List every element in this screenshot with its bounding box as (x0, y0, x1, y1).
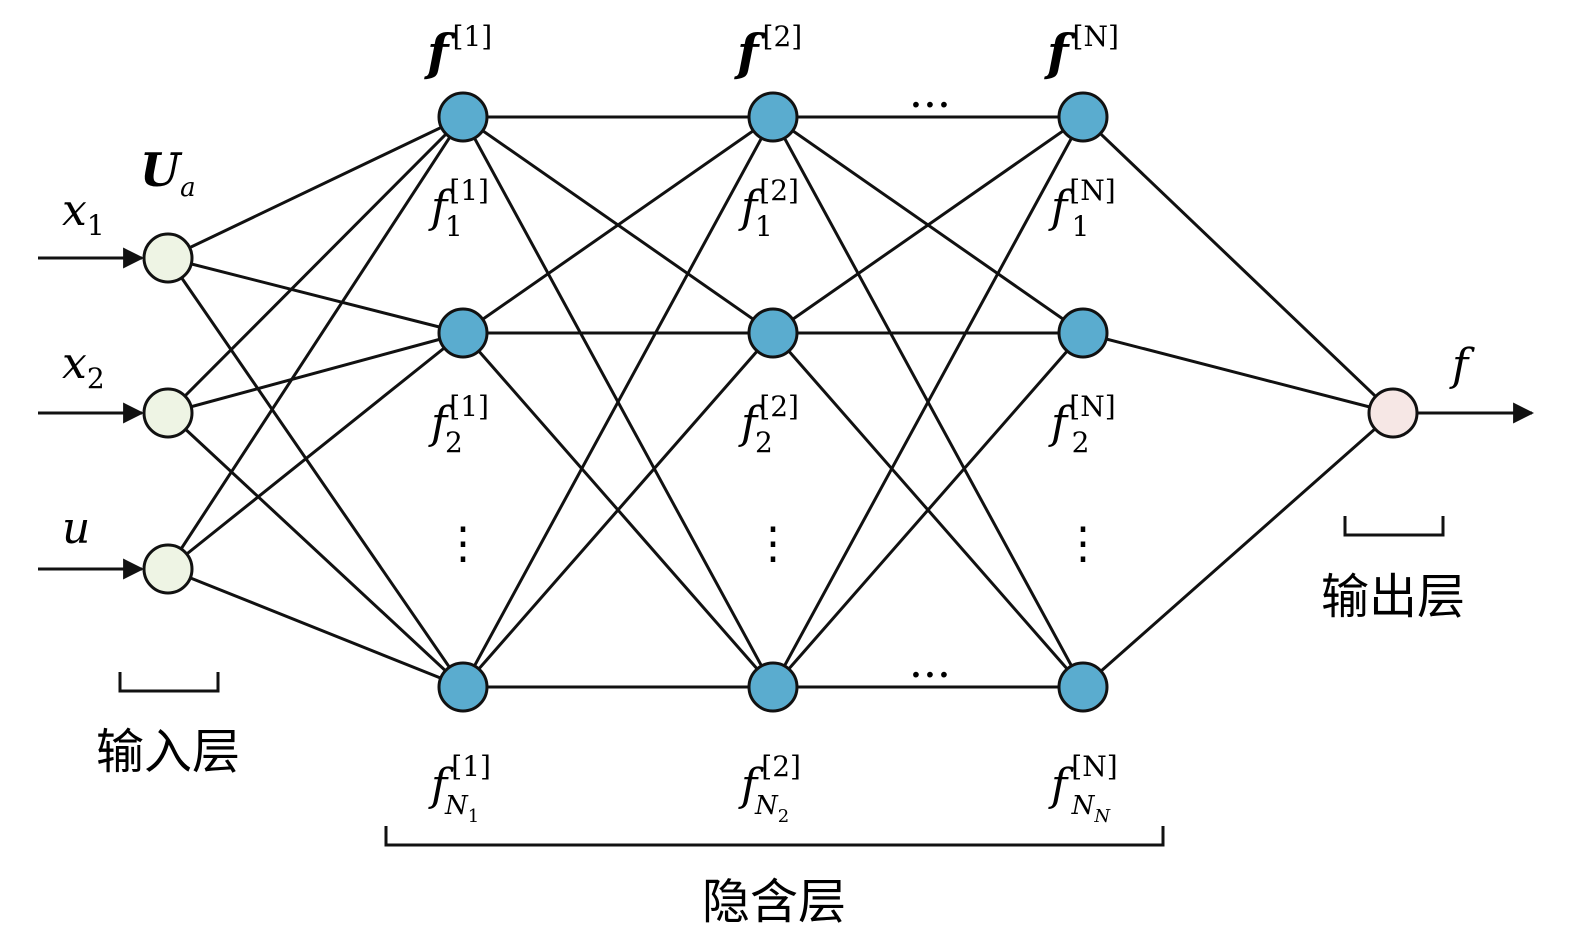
input-labels: x1 x2 u Ua (62, 143, 196, 554)
hidden-node-l3-n1 (1057, 91, 1109, 143)
output-label-f: f (1449, 340, 1475, 391)
node-label-l1-n1: f[1]1 (428, 174, 489, 243)
edge-input1-to-h1n3 (166, 257, 465, 688)
input-arrows (38, 247, 1535, 580)
hidden-node-l3-n2 (1057, 307, 1109, 359)
hidden-layer-label: 隐含层 (702, 874, 846, 930)
edge-hNn2-to-output (1082, 331, 1394, 415)
hidden-layer-bracket (384, 826, 1165, 847)
network-nodes (142, 91, 1419, 713)
input-vector-label: Ua (140, 143, 196, 203)
edge-input2-to-h1n2 (167, 331, 464, 415)
ellipsis-vertical-layerN: ⋮ (1061, 518, 1105, 569)
node-label-l3-n2: f[N]2 (1048, 390, 1116, 459)
connection-lines (166, 115, 1395, 689)
node-label-l2-n2: f[2]2 (738, 390, 799, 459)
edge-input3-to-h1n3 (167, 567, 464, 689)
input-layer-label: 输入层 (96, 724, 240, 780)
input-label-x2: x2 (62, 338, 105, 395)
edge-input3-to-h1n2 (167, 331, 464, 571)
edge-hNn1-to-output (1081, 115, 1395, 415)
input-label-x1: x1 (62, 185, 105, 242)
edge-input3-to-h1n1 (166, 116, 465, 570)
layer-group-labels: 输入层 隐含层 输出层 (96, 569, 1465, 930)
edge-h1n3-to-h2n2 (461, 332, 775, 688)
hidden-node-l2-n2 (747, 307, 799, 359)
hidden-node-l1-n1 (437, 91, 489, 143)
edge-h2n3-to-h3n2 (771, 332, 1085, 688)
edge-input1-to-h1n2 (167, 256, 464, 335)
ellipsis-vertical-layer2: ⋮ (751, 518, 795, 569)
input-node-3 (142, 543, 194, 595)
edge-h2n3-to-h3n1 (771, 116, 1085, 688)
hidden-node-l3-n3 (1057, 661, 1109, 713)
input-layer-bracket (118, 672, 220, 693)
node-label-l1-n2: f[1]2 (428, 390, 489, 459)
output-node (1367, 387, 1419, 439)
edge-h1n2-to-h2n1 (462, 115, 774, 335)
ellipsis-vertical-layer1: ⋮ (441, 518, 485, 569)
node-label-l2-n1: f[2]1 (738, 174, 799, 243)
hidden-layer-title-1: f[1] (424, 20, 492, 82)
hidden-node-l2-n1 (747, 91, 799, 143)
node-label-l3-n1: f[N]1 (1048, 174, 1116, 243)
edge-input2-to-h1n3 (166, 411, 465, 689)
hidden-layer-title-3: f[N] (1044, 20, 1119, 82)
input-label-u: u (62, 503, 90, 554)
ellipsis-bottom: ··· (909, 650, 951, 701)
ellipsis-top: ··· (909, 80, 951, 131)
hidden-node-l1-n2 (437, 307, 489, 359)
hidden-layer-title-2: f[2] (734, 20, 802, 82)
edge-input1-to-h1n1 (167, 115, 464, 260)
edge-hNn3-to-output (1082, 411, 1394, 689)
node-label-l2-nN: f[2]N2 (738, 750, 801, 827)
edge-input2-to-h1n1 (166, 115, 465, 415)
hidden-node-l1-n3 (437, 661, 489, 713)
edge-h1n3-to-h2n1 (461, 116, 775, 688)
output-layer-bracket (1343, 516, 1445, 537)
input-node-1 (142, 232, 194, 284)
node-label-l3-nN: f[N]NN (1048, 750, 1118, 827)
ellipses: ··· ··· ⋮ ⋮ ⋮ (441, 80, 1105, 701)
input-node-2 (142, 387, 194, 439)
hidden-node-l2-n3 (747, 661, 799, 713)
edge-h2n2-to-h3n1 (772, 115, 1084, 335)
node-label-l1-nN: f[1]N1 (428, 750, 491, 827)
hidden-layer-labels: f[1] f[1]1 f[1]2 f[1]N1 f[2] f[2]1 f[2]2 f[2]N2… (424, 20, 1119, 827)
output-layer-label: 输出层 (1321, 569, 1465, 625)
